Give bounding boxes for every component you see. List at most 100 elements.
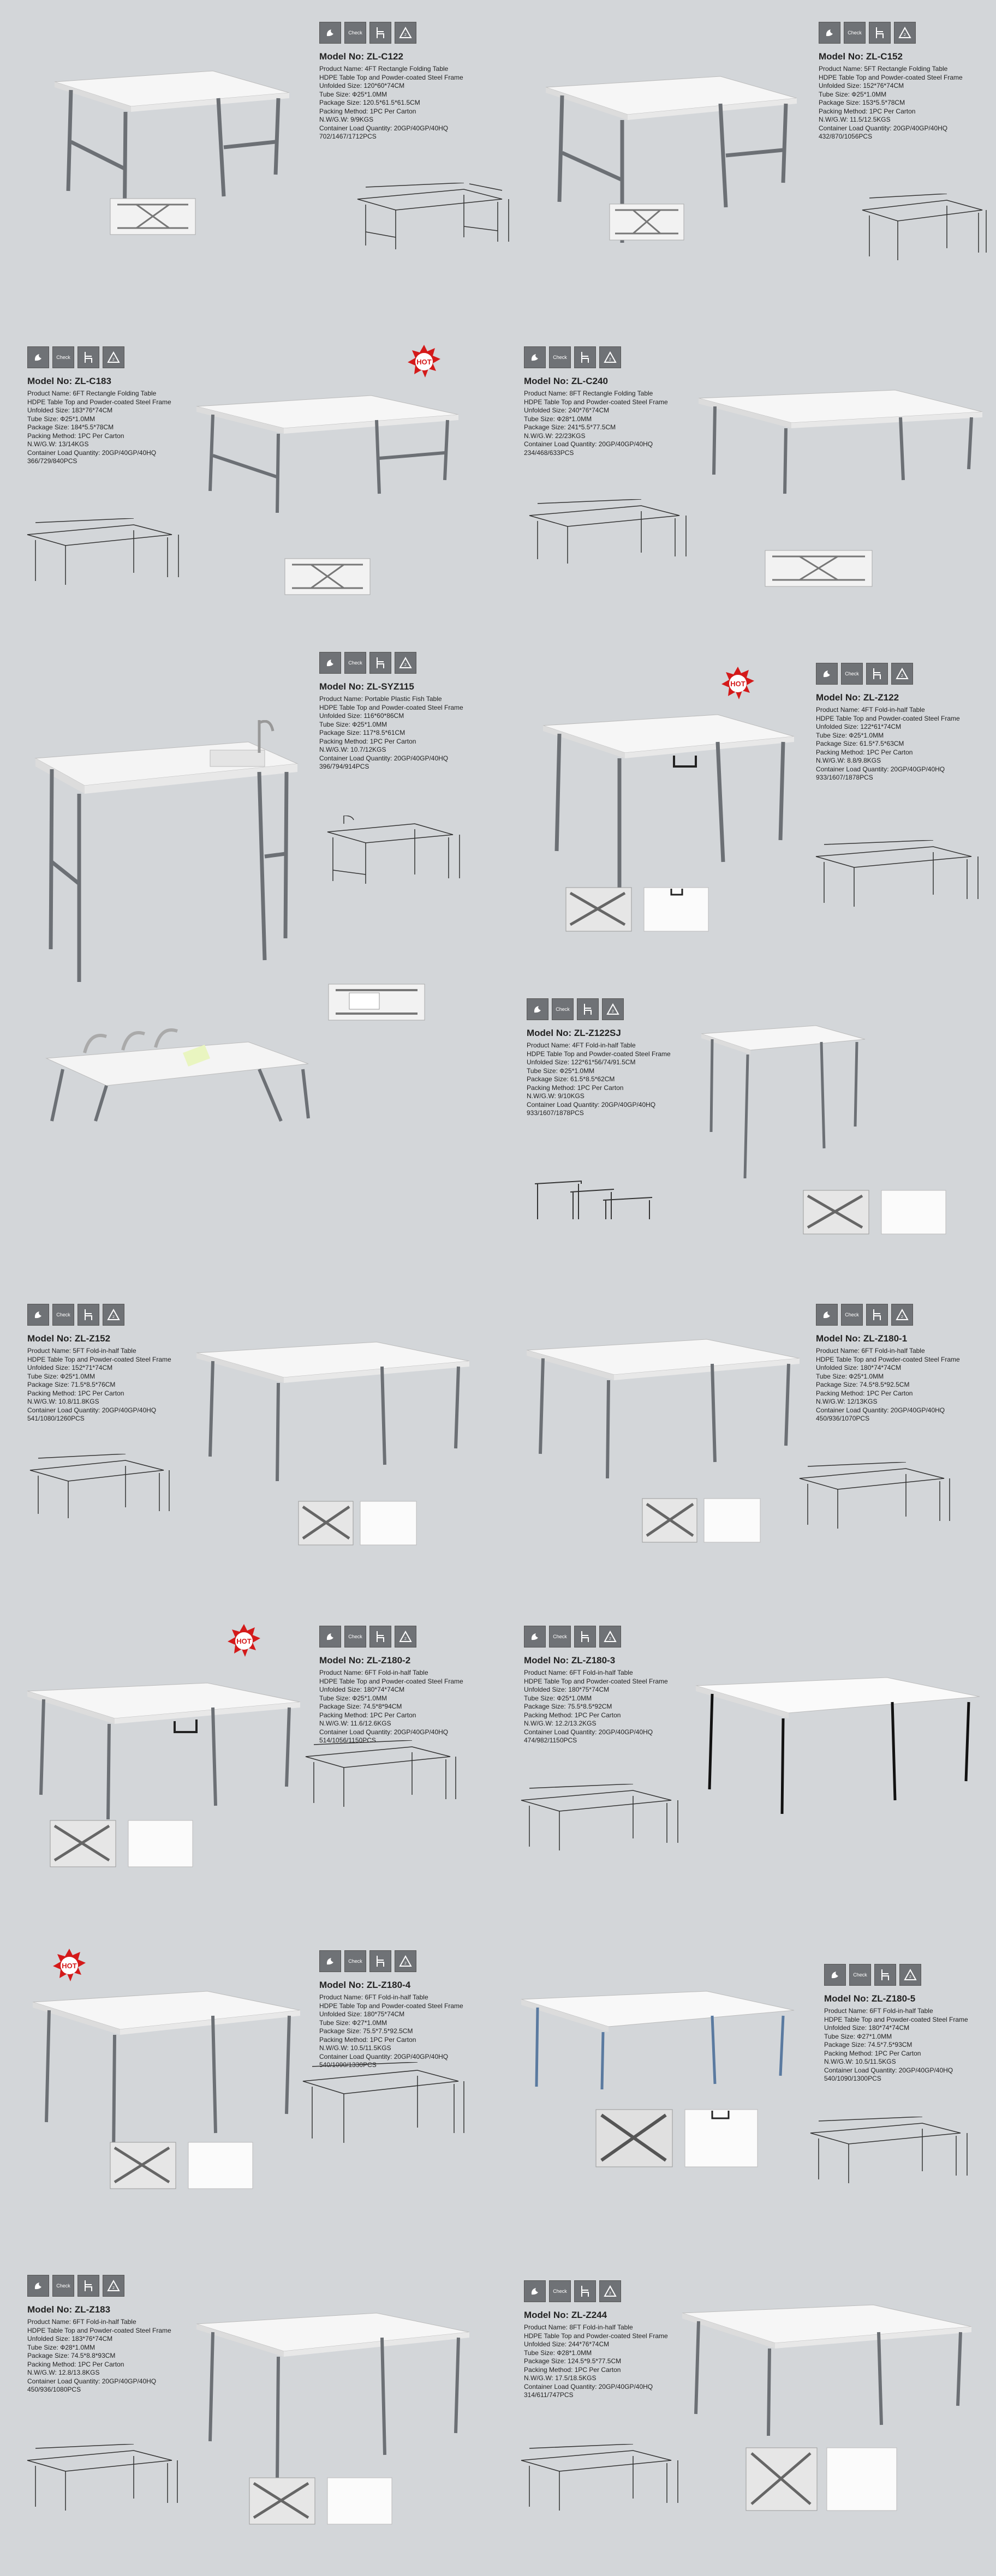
spec-line: HDPE Table Top and Powder-coated Steel F… [319,73,463,81]
spec-line: Product Name: 6FT Fold-in-half Table [319,1993,428,2001]
product-card-zl-c122: Check 2 Model No: ZL-C122 Product Name: … [319,22,463,141]
folded-frame-view [284,558,371,595]
shield-icon [27,1304,49,1326]
model-number: Model No: ZL-Z180-4 [319,1980,411,1990]
shield-icon [319,22,341,44]
spec-line: Unfolded Size: 180*75*74CM [524,1686,610,1693]
spec-line: HDPE Table Top and Powder-coated Steel F… [819,73,963,81]
check-badge-icon: Check [344,652,366,674]
spec-line: N.W/G.W: 22/23KGS [524,432,586,440]
fish-table-closeup-photo [45,1028,310,1122]
spec-line: 702/1467/1712PCS [319,133,377,140]
spec-line: Package Size: 117*8.5*61CM [319,729,405,736]
table-photo [545,76,797,243]
svg-text:2: 2 [112,2286,115,2290]
spec-line: Tube Size: Ф25*1.0MM [27,415,96,423]
check-label: Check [553,355,567,360]
spec-line: Product Name: 6FT Rectangle Folding Tabl… [27,390,157,397]
spec-line: Tube Size: Ф25*1.0MM [524,1694,592,1702]
product-card-zl-syz115: Check 2 Model No: ZL-SYZ115 Product Name… [319,652,463,771]
spec-line: HDPE Table Top and Powder-coated Steel F… [816,714,960,722]
shield-icon [319,1626,341,1648]
shield-icon [319,1950,341,1972]
spec-line: Tube Size: Ф25*1.0MM [527,1067,595,1075]
dimension-sketch [27,2444,178,2511]
spec-line: Package Size: 71.5*8.5*76CM [27,1381,116,1388]
product-card-zl-c240: Check 2 Model No: ZL-C240 Product Name: … [524,346,668,457]
check-label: Check [56,1312,70,1317]
spec-line: 540/1090/1300PCS [824,2075,881,2082]
folded-table-photo [110,2142,253,2189]
svg-text:2: 2 [404,33,407,37]
chair-icon [77,346,99,368]
spec-line: Unfolded Size: 122*61*74CM [816,723,902,730]
svg-text:2: 2 [609,1637,611,1641]
chair-icon [874,1964,896,1986]
spec-line: Product Name: 5FT Fold-in-half Table [27,1347,136,1355]
check-badge-icon: Check [549,346,571,368]
svg-text:2: 2 [112,358,115,362]
spec-line: Tube Size: Ф25*1.0MM [319,90,387,98]
spec-line: Container Load Quantity: 20GP/40GP/40HQ [319,124,449,132]
chair-icon [869,22,891,44]
check-badge-icon: Check [344,1626,366,1648]
check-label: Check [556,1007,570,1012]
check-label: Check [348,1958,362,1964]
spec-line: Package Size: 124.5*9.5*77.5CM [524,2357,622,2365]
spec-line: HDPE Table Top and Powder-coated Steel F… [824,2015,968,2023]
table-photo [695,1677,980,1814]
dimension-sketch [27,518,179,585]
hot-badge: HOT [53,1949,86,1981]
chair-icon [866,1304,888,1326]
check-badge-icon: Check [841,1304,863,1326]
recycle-icon: 2 [395,1626,416,1648]
check-badge-icon: Check [52,346,74,368]
spec-line: N.W/G.W: 11.5/12.5KGS [819,116,891,123]
spec-line: Package Size: 61.5*7.5*63CM [816,740,904,747]
folded-table-photo [50,1820,193,1867]
product-card-zl-z180-5: Check 2 Model No: ZL-Z180-5 Product Name… [824,1964,968,2083]
chair-icon [574,2280,596,2302]
dimension-sketch [305,1740,456,1807]
spec-line: HDPE Table Top and Powder-coated Steel F… [527,1050,671,1058]
product-card-zl-z183: Check 2 Model No: ZL-Z183 Product Name: … [27,2275,171,2394]
spec-line: HDPE Table Top and Powder-coated Steel F… [319,703,463,711]
spec-line: Package Size: 74.5*8*94CM [319,1703,402,1710]
shield-icon [527,998,548,1020]
model-number: Model No: ZL-Z122SJ [527,1028,621,1038]
recycle-icon: 2 [103,346,124,368]
spec-line: Product Name: 6FT Fold-in-half Table [816,1347,925,1355]
table-photo [701,1025,866,1179]
badge-row: Check 2 [319,1626,463,1648]
spec-line: N.W/G.W: 8.8/9.8KGS [816,757,881,764]
folded-table-photo [328,984,425,1021]
badge-row: Check 2 [319,1950,463,1972]
chair-icon [866,663,888,685]
spec-line: Product Name: 6FT Fold-in-half Table [319,1669,428,1676]
spec-line: 541/1080/1260PCS [27,1415,85,1422]
shield-icon [319,652,341,674]
check-badge-icon: Check [549,1626,571,1648]
recycle-icon: 2 [891,1304,913,1326]
recycle-icon: 2 [894,22,916,44]
spec-line: Product Name: 4FT Fold-in-half Table [816,706,925,714]
shield-icon [824,1964,846,1986]
recycle-icon: 2 [395,1950,416,1972]
shield-icon [816,663,838,685]
model-number: Model No: ZL-C152 [819,51,903,62]
badge-row: Check 2 [819,22,963,44]
svg-text:2: 2 [901,674,903,678]
folded-table-photo [249,2477,392,2525]
product-card-zl-z180-3: Check 2 Model No: ZL-Z180-3 Product Name… [524,1626,668,1745]
spec-line: Package Size: 184*5.5*78CM [27,423,114,431]
folded-frame-view [110,198,196,235]
spec-line: Tube Size: Ф25*1.0MM [816,731,884,739]
spec-line: N.W/G.W: 12.2/13.2KGS [524,1720,597,1727]
chair-icon [574,346,596,368]
check-label: Check [348,660,362,666]
recycle-icon: 2 [395,652,416,674]
spec-line: Package Size: 75.5*7.5*92.5CM [319,2027,413,2035]
spec-line: Package Size: 74.5*8.5*92.5CM [816,1381,910,1388]
dimension-sketch [815,840,979,907]
spec-line: N.W/G.W: 10.8/11.8KGS [27,1398,99,1405]
